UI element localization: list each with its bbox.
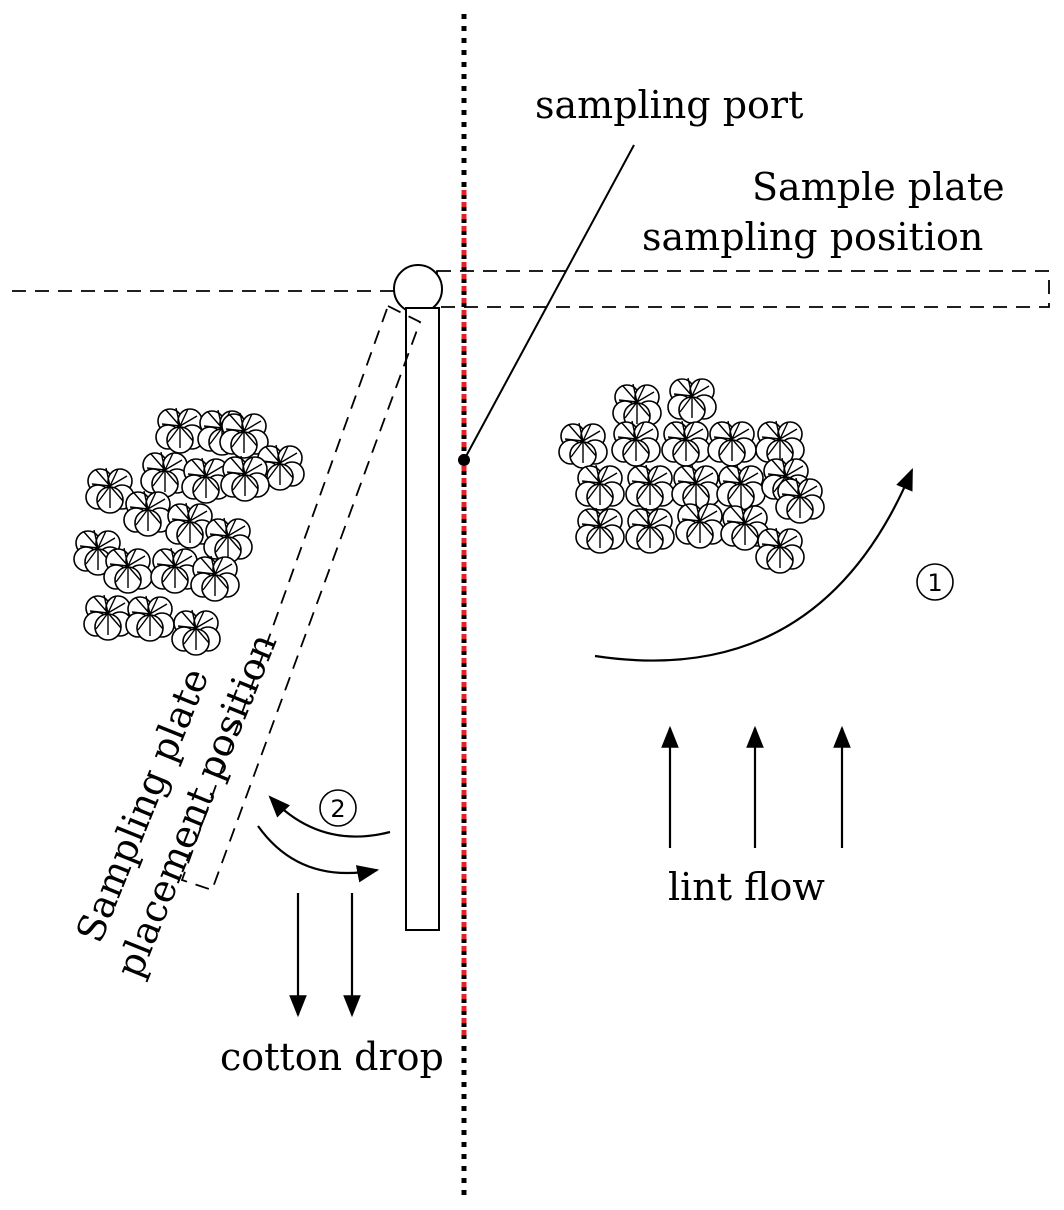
cotton-cluster-left: [73, 407, 305, 656]
sample-plate-label-line2: sampling position: [642, 215, 983, 259]
step1-circle: [916, 563, 954, 601]
cotton-boll-icon: [575, 507, 625, 554]
sampling-plate-placement-position: [180, 304, 422, 892]
step1-number: 1: [927, 569, 942, 597]
curved-arrow-step1: [594, 467, 914, 662]
cotton-boll-icon: [125, 595, 175, 642]
baffle-plate: [405, 307, 440, 931]
lint-flow-label: lint flow: [668, 865, 825, 909]
cotton-boll-icon: [707, 420, 757, 467]
cotton-boll-icon: [83, 594, 133, 641]
curved-arrow-step2-upper: [268, 795, 391, 838]
cotton-cluster-right: [558, 377, 825, 574]
sampling-port-leader: [463, 144, 635, 461]
cotton-boll-icon: [775, 477, 825, 524]
placement-label-group: Sampling plate placement position: [68, 627, 286, 984]
cotton-boll-icon: [716, 464, 766, 511]
step2-number: 2: [330, 795, 345, 823]
cotton-boll-icon: [155, 407, 205, 454]
cotton-boll-icon: [103, 547, 153, 594]
pivot-circle: [393, 264, 443, 314]
cotton-boll-icon: [611, 420, 661, 467]
cotton-boll-icon: [575, 464, 625, 511]
sample-plate-label-line1: Sample plate: [752, 165, 1005, 209]
cotton-boll-icon: [625, 464, 675, 511]
cotton-boll-icon: [675, 502, 725, 549]
step2-circle: [319, 789, 357, 827]
cotton-boll-icon: [220, 455, 270, 502]
cotton-drop-label: cotton drop: [220, 1035, 444, 1079]
cotton-boll-icon: [667, 377, 717, 424]
cotton-boll-icon: [661, 420, 711, 467]
cotton-boll-icon: [625, 507, 675, 554]
cotton-boll-icon: [558, 422, 608, 469]
cotton-boll-icon: [755, 527, 805, 574]
sampling-port-label: sampling port: [535, 83, 803, 127]
cotton-boll-icon: [612, 383, 662, 430]
curved-arrow-step2-lower: [257, 825, 380, 883]
cotton-boll-icon: [123, 490, 173, 537]
sampling-port-dot: [458, 454, 470, 466]
sample-plate-sampling-position: [436, 270, 1050, 308]
cotton-boll-icon: [190, 555, 240, 602]
cotton-boll-icon: [171, 609, 221, 656]
